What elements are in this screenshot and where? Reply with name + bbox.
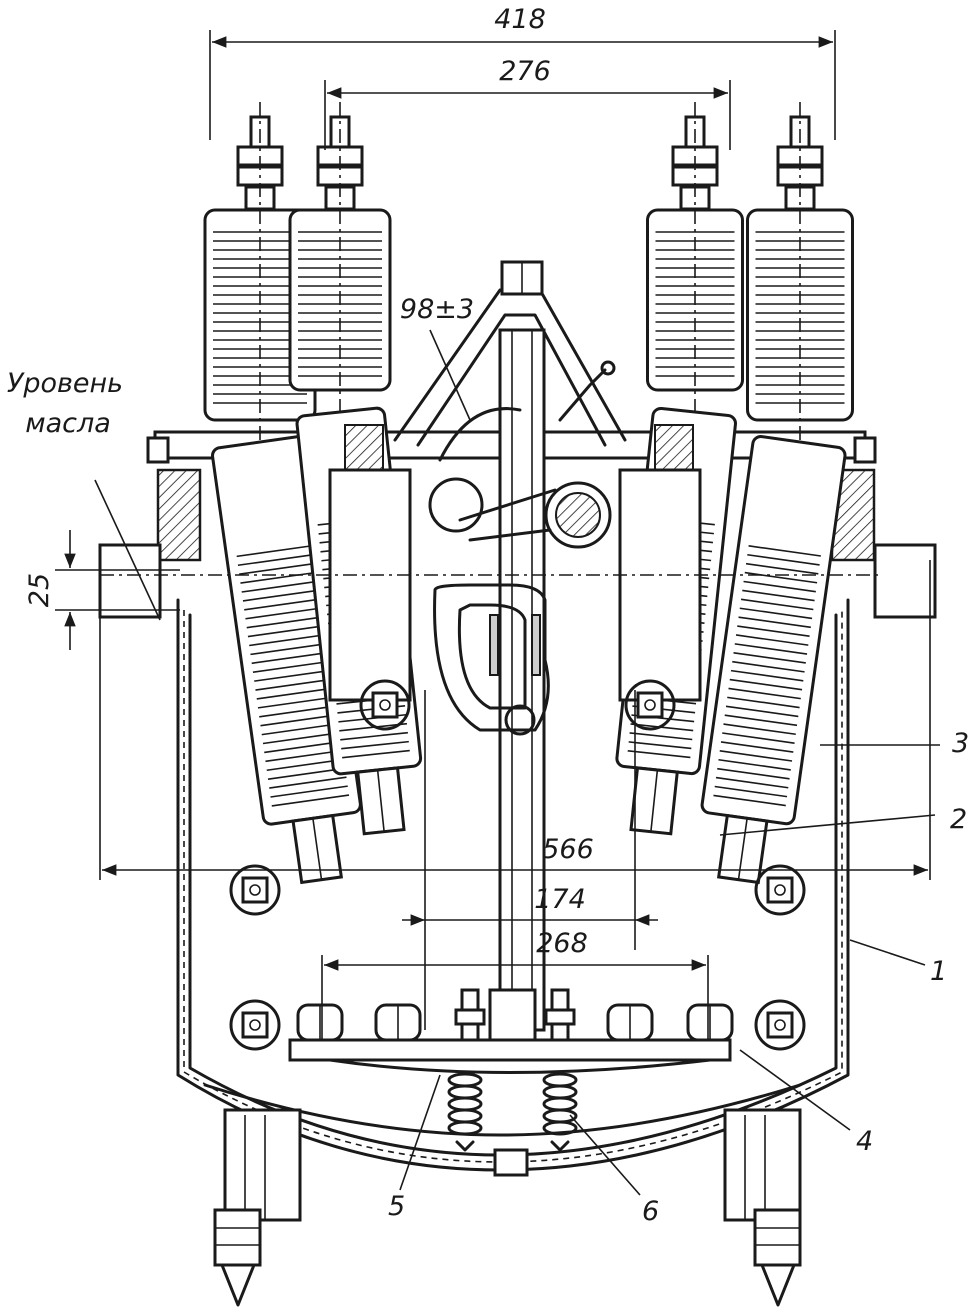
callout-4: 4	[856, 1126, 873, 1157]
callout-1: 1	[930, 956, 947, 987]
dimension-labels: 418 276 98±3 25 566 174 268	[24, 4, 594, 959]
central-mechanism	[328, 260, 702, 1032]
dim-98: 98±3	[400, 294, 474, 325]
dim-268: 268	[536, 928, 588, 959]
dim-276: 276	[499, 56, 551, 87]
callout-5: 5	[388, 1191, 405, 1222]
dim-174: 174	[534, 884, 586, 915]
right-leg	[723, 1108, 802, 1307]
callout-2: 2	[950, 804, 967, 835]
callout-3: 3	[952, 728, 969, 759]
oil-level-label: Уровень масла	[7, 368, 123, 439]
crossbar	[288, 988, 734, 1152]
dim-566: 566	[542, 834, 594, 865]
dimension-lines	[55, 30, 940, 1196]
wall-bolts	[229, 679, 806, 1051]
oil-level-line2: масла	[25, 408, 111, 439]
callout-6: 6	[642, 1196, 659, 1227]
dim-25: 25	[24, 573, 55, 607]
oil-level-line1: Уровень	[7, 368, 123, 399]
dim-418: 418	[494, 4, 546, 35]
left-leg	[213, 1108, 302, 1307]
callout-labels: 1 2 3 4 5 6	[388, 728, 969, 1227]
